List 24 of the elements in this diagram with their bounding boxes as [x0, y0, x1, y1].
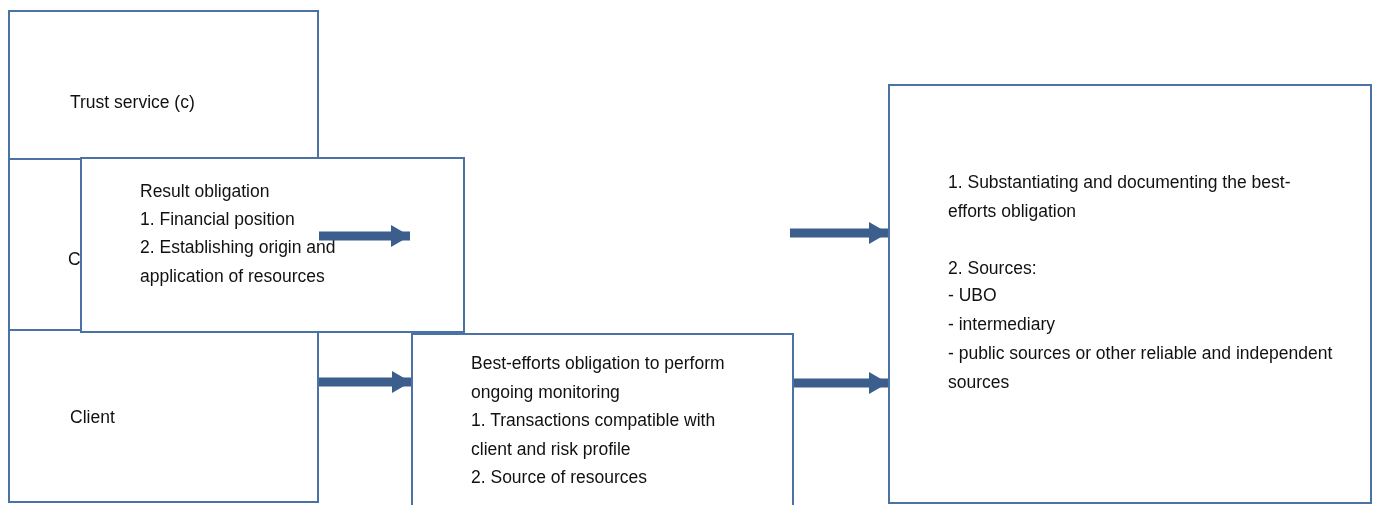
- box-text: Best-efforts obligation to perform ongoing monitoring: [471, 352, 726, 404]
- box-text: Client: [70, 406, 116, 429]
- arrow: [790, 222, 888, 244]
- box-text: Trust service (c): [70, 91, 196, 114]
- text-box: [8, 10, 319, 160]
- box-text: - public sources or other reliable and independent sources: [948, 342, 1334, 394]
- box-text: Result obligation: [140, 180, 271, 203]
- arrow: [319, 371, 411, 393]
- text-box: [411, 333, 794, 505]
- text-box: [888, 84, 1372, 504]
- box-text: 1. Financial position: [140, 208, 296, 231]
- box-text: 1. Transactions compatible with client and risk profile: [471, 409, 717, 461]
- box-text: 2. Sources:: [948, 257, 1038, 280]
- arrow: [794, 372, 888, 394]
- arrow: [319, 225, 410, 247]
- text-box: [80, 157, 465, 333]
- box-text: - UBO: [948, 284, 998, 307]
- box-text: - intermediary: [948, 313, 1056, 336]
- text-box: [8, 158, 82, 332]
- box-text: 1. Substantiating and documenting the best-efforts obligation: [948, 171, 1292, 223]
- box-text: C: [68, 248, 82, 271]
- text-box: [8, 329, 319, 503]
- box-text: 2. Source of resources: [471, 466, 649, 489]
- box-text: 2. Establishing origin and application of resources: [140, 236, 337, 288]
